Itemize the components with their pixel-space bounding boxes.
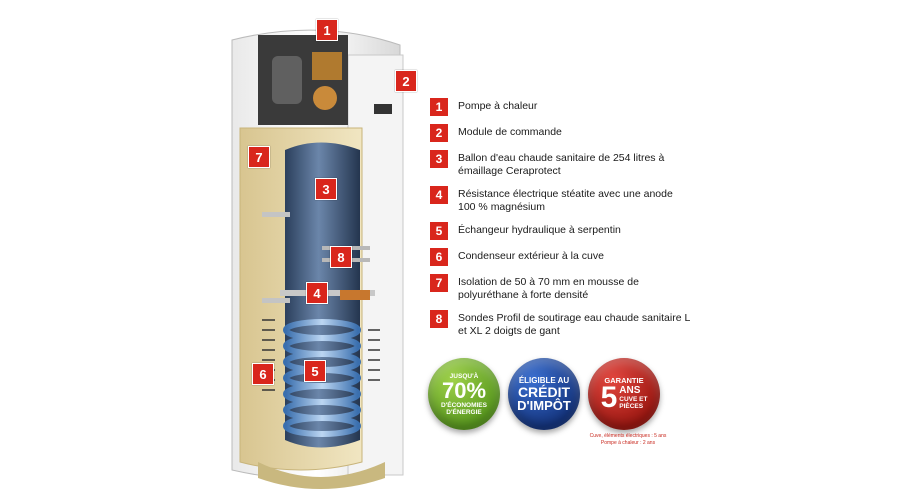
legend-list: 1 Pompe à chaleur 2 Module de commande 3… [430,98,690,338]
legend-text: Pompe à chaleur [458,100,538,112]
legend-number: 4 [430,186,448,204]
coil-exchanger [283,319,361,437]
legend-item: 5 Échangeur hydraulique à serpentin [430,222,690,240]
legend-item: 4 Résistance électrique stéatite avec un… [430,186,690,214]
badge-energy-bottom2: D'ÉNERGIE [446,408,482,416]
warranty-badge: GARANTIE 5 ANS CUVE ET PIÈCES [588,358,660,430]
marker-4: 4 [306,282,328,304]
legend-text: Module de commande [458,126,562,138]
legend-number: 1 [430,98,448,116]
legend-item: 8 Sondes Profil de soutirage eau chaude … [430,310,690,338]
legend-text: Résistance électrique stéatite avec une … [458,188,673,213]
badge-warranty-sub1: CUVE ET [619,395,648,403]
badge-warranty-row: 5 ANS CUVE ET PIÈCES [600,380,648,414]
legend-number: 2 [430,124,448,142]
badge-warranty-years: 5 [600,380,618,414]
warranty-note-line1: Cuve, éléments électriques : 5 ans [589,433,667,439]
legend-text: Condenseur extérieur à la cuve [458,250,604,262]
legend-number: 5 [430,222,448,240]
badge-energy-bottom1: D'ÉCONOMIES [441,401,487,409]
badge-credit-line3: D'IMPÔT [517,398,571,413]
legend-item: 7 Isolation de 50 à 70 mm en mousse de p… [430,274,690,302]
badge-energy-value: 70% [441,377,487,403]
legend-item: 2 Module de commande [430,124,690,142]
marker-2: 2 [395,70,417,92]
legend-item: 6 Condenseur extérieur à la cuve [430,248,690,266]
legend-item: 1 Pompe à chaleur [430,98,690,116]
badge-warranty-sub2: PIÈCES [619,402,644,410]
marker-3: 3 [315,178,337,200]
warranty-note-line2: Pompe à chaleur : 2 ans [600,439,656,446]
marker-7: 7 [248,146,270,168]
legend-number: 7 [430,274,448,292]
legend-number: 8 [430,310,448,328]
water-heater-illustration [231,29,404,489]
badge-warranty-top: GARANTIE [604,375,644,385]
legend-number: 6 [430,248,448,266]
badge-credit-line2: CRÉDIT [517,384,571,400]
legend-text: Sondes Profil de soutirage eau chaude sa… [458,312,690,337]
legend-text: Isolation de 50 à 70 mm en mousse de pol… [458,276,639,301]
legend-text: Échangeur hydraulique à serpentin [458,224,621,236]
badge-energy-top: JUSQU'À [449,372,479,380]
marker-6: 6 [252,363,274,385]
legend-number: 3 [430,150,448,168]
energy-savings-badge: JUSQU'À 70% D'ÉCONOMIES D'ÉNERGIE [428,358,500,430]
warranty-note: Cuve, éléments électriques : 5 ans Pompe… [578,433,678,446]
legend-text: Ballon d'eau chaude sanitaire de 254 lit… [458,152,665,177]
badge-credit-line1: ÉLIGIBLE AU [518,376,570,385]
legend-item: 3 Ballon d'eau chaude sanitaire de 254 l… [430,150,690,178]
badge-warranty-ans: ANS [619,384,641,396]
marker-8: 8 [330,246,352,268]
marker-5: 5 [304,360,326,382]
tax-credit-badge: ÉLIGIBLE AU CRÉDIT D'IMPÔT [508,358,580,430]
marker-1: 1 [316,19,338,41]
